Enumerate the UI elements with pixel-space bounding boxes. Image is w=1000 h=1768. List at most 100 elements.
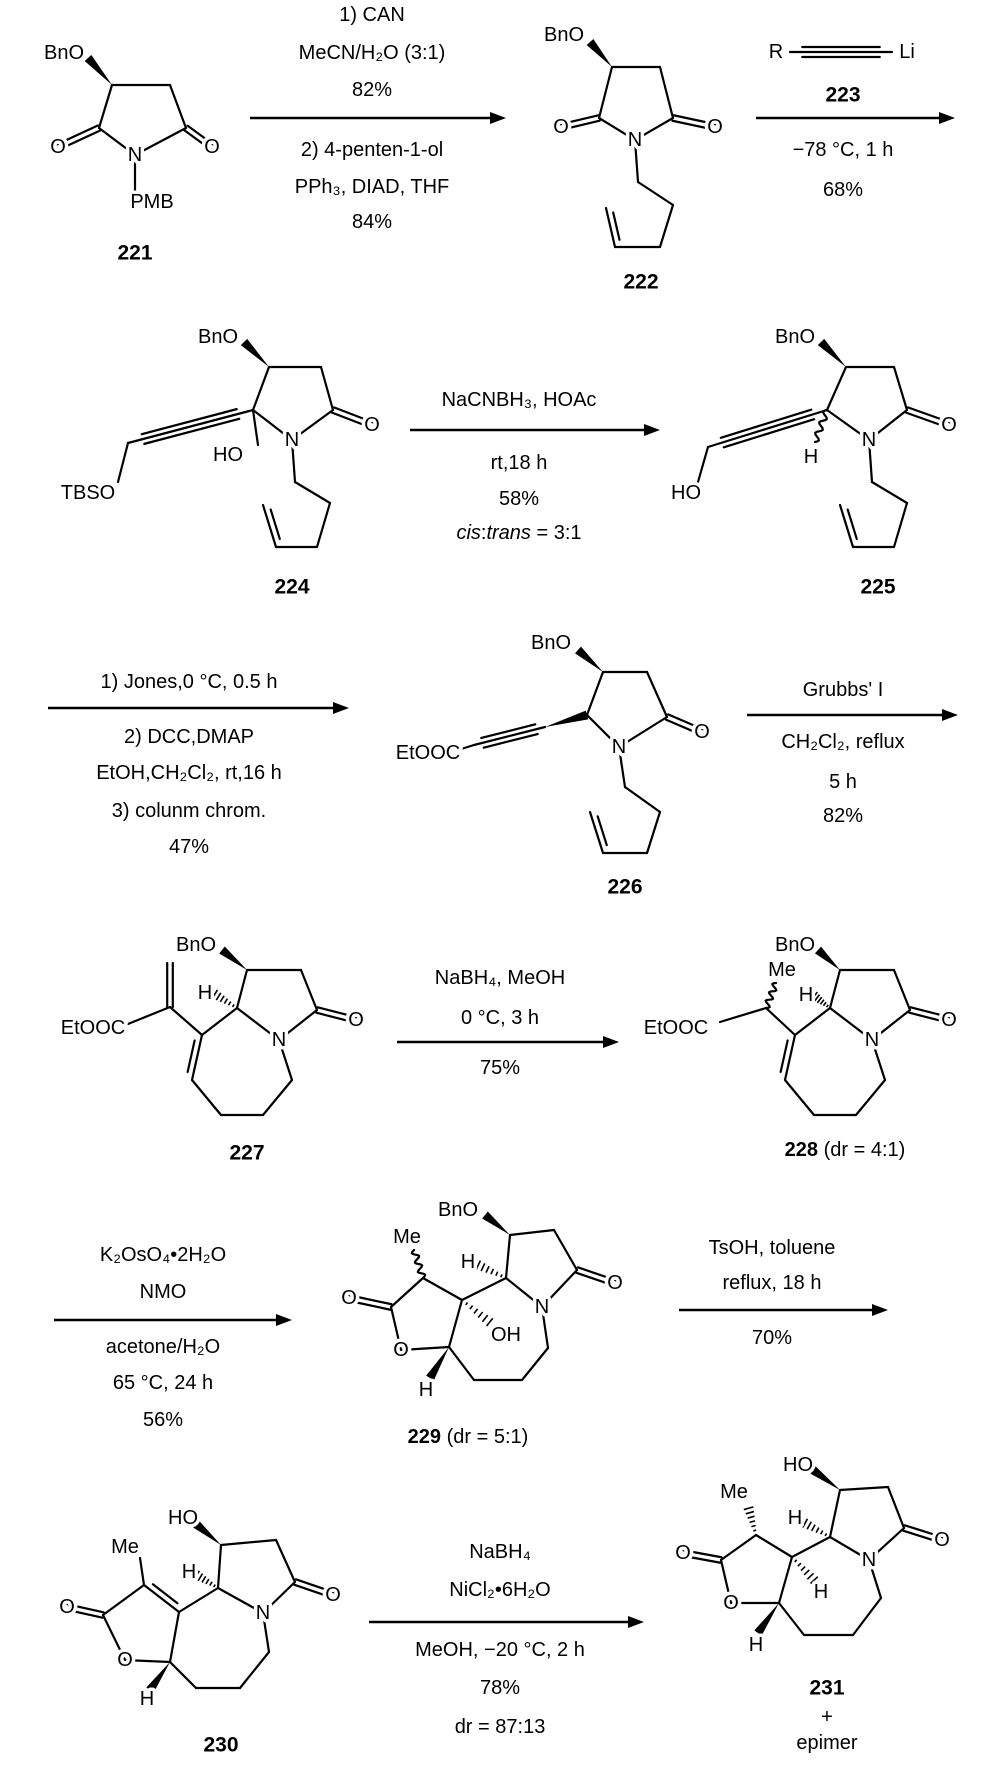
single-bond [623, 785, 662, 814]
single-bond [636, 180, 675, 207]
hash-bond [219, 995, 225, 1003]
double-bond [681, 1554, 722, 1564]
atom-label: Me [111, 1536, 139, 1558]
atom-label: O [553, 116, 569, 138]
single-bond [389, 1276, 425, 1309]
wedge-bond [545, 710, 589, 727]
condition-text: TsOH, toluene [709, 1237, 836, 1259]
double-bond [292, 1583, 334, 1599]
conditions: 1) CAN MeCN/H₂O (3:1) 82% 2) 4-penten-1-… [96, 4, 904, 1738]
double-bond [66, 1603, 105, 1614]
atom-label: H [140, 1688, 154, 1710]
compound-230: HO Me H O O H N O 230 [56, 1504, 345, 1757]
hash-bond [749, 1520, 756, 1524]
cis-trans-ratio: cis:trans = 3:1 [456, 522, 581, 544]
atom-label: Me [393, 1226, 421, 1248]
triple-bond [482, 732, 539, 749]
double-bond [576, 1266, 618, 1282]
triple-bond [480, 723, 537, 740]
single-bond [123, 1658, 172, 1664]
single-bond [504, 1233, 512, 1280]
condition-text: 2) 4-penten-1-ol [301, 139, 443, 161]
compound-number: 221 [117, 242, 152, 265]
compound-number: 223 [825, 84, 860, 107]
condition-text: rt,18 h [491, 452, 548, 474]
atom-label: N [865, 1029, 879, 1051]
single-bond [828, 968, 842, 1010]
double-bond [186, 1039, 196, 1074]
reaction-arrow-7 [54, 1314, 292, 1326]
compound-number: 231 [809, 1677, 844, 1700]
single-bond [867, 1526, 906, 1562]
compound-227: BnO EtOOC H N O 227 [57, 931, 367, 1165]
atom-label: TBSO [61, 482, 115, 504]
atom-label: O [393, 1339, 409, 1361]
hash-bond [824, 1532, 828, 1537]
triple-bond [706, 408, 829, 449]
single-bond [793, 1006, 832, 1037]
atom-label: O [694, 721, 710, 743]
double-bond [588, 810, 605, 855]
double-bond [671, 119, 716, 131]
atom-label: O [117, 1649, 133, 1671]
atom-label: H [182, 1561, 196, 1583]
single-bond [261, 1078, 294, 1117]
single-bond [456, 743, 476, 752]
hash-bond [751, 1524, 756, 1528]
double-bond [779, 1039, 789, 1074]
double-bond [186, 124, 215, 146]
compound-221: BnO O O N PMB 221 [40, 39, 223, 265]
atom-label: BnO [198, 326, 238, 348]
hash-bond [745, 1510, 755, 1515]
double-bond [142, 1583, 181, 1614]
atom-label: O [325, 1584, 341, 1606]
hash-bond [197, 1573, 204, 1582]
double-bond [269, 508, 281, 541]
single-bond [867, 1558, 883, 1600]
single-bond [597, 65, 614, 120]
wavy-bond [813, 408, 829, 444]
hash-bond [825, 1004, 829, 1008]
atom-label: O [348, 1009, 364, 1031]
hash-bond [806, 1572, 815, 1580]
atom-label: N [862, 1549, 876, 1571]
reaction-arrows [48, 112, 958, 1628]
atom-label: BnO [176, 934, 216, 956]
single-bond [290, 408, 335, 442]
hash-bond [813, 994, 821, 1002]
single-bond [658, 65, 675, 120]
single-bond [633, 116, 675, 142]
ratio-value: = 3:1 [531, 522, 582, 544]
single-bond [870, 1038, 887, 1082]
atom-label: N [272, 1029, 286, 1051]
hash-bond [213, 1584, 216, 1588]
single-bond [101, 1583, 146, 1617]
single-bond [251, 408, 294, 442]
double-bond [903, 1524, 944, 1539]
atom-label: O [934, 1529, 950, 1551]
single-bond [585, 713, 621, 749]
hash-bond [810, 1576, 819, 1585]
double-bond [58, 129, 102, 151]
triple-bond [140, 408, 238, 436]
single-bond [421, 1276, 464, 1302]
yield-text: 78% [480, 1677, 520, 1699]
atom-label: N [628, 129, 642, 151]
single-bond [504, 1276, 544, 1309]
double-bond [664, 718, 702, 736]
single-bond [277, 1008, 319, 1042]
triple-bond [126, 408, 255, 445]
atom-label: R [769, 41, 783, 63]
double-bond [332, 406, 375, 424]
atom-label: HO [783, 1454, 813, 1476]
hash-bond [495, 1271, 499, 1277]
single-bond [696, 445, 710, 484]
single-bond [101, 1613, 127, 1662]
condition-text: 1) CAN [339, 4, 405, 26]
condition-text: CH₂Cl₂, reflux [781, 731, 904, 753]
wedge-bond [575, 646, 603, 672]
single-bond [261, 1611, 271, 1654]
hash-bond [803, 1569, 810, 1576]
reaction-arrow-4 [48, 702, 349, 714]
atom-label: OH [491, 1324, 521, 1346]
